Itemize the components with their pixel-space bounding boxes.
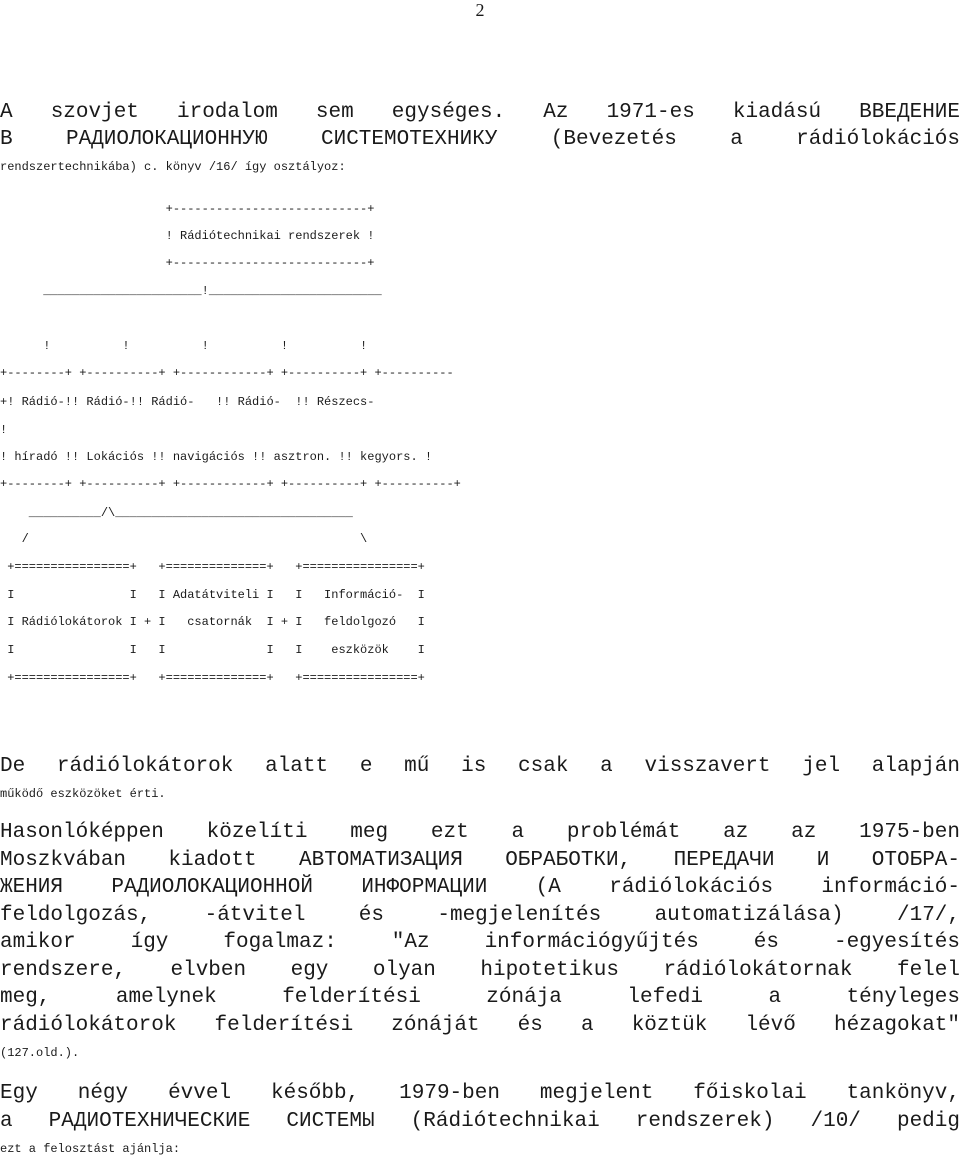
para2-line-1: Hasonlóképpen közelíti meg ezt a problém… <box>0 821 960 844</box>
diagram-line-10: ! híradó !! Lokációs !! navigációs !! as… <box>0 450 433 464</box>
para1-line-1: De rádiólokátorok alatt e mű is csak a v… <box>0 755 960 778</box>
diagram-line-8: +! Rádió-!! Rádió-!! Rádió- !! Rádió- !!… <box>0 395 375 409</box>
diagram-line-1: +---------------------------+ <box>0 202 375 216</box>
para2-line-6: rendszere, elvben egy olyan hipotetikus … <box>0 959 960 982</box>
diagram-line-7: +--------+ +----------+ +------------+ +… <box>0 366 454 380</box>
para3-line-3: ezt a felosztást ajánlja: <box>0 1142 181 1156</box>
para2-line-8: rádiólokátorok felderítési zónáját és a … <box>0 1014 960 1037</box>
page-number: 2 <box>475 0 485 20</box>
diagram-line-18: +================+ +==============+ +===… <box>0 671 425 685</box>
para3-line-2: a РАДИОТЕХНИЧЕСКИЕ СИСТЕМЫ (Rádiótechnik… <box>0 1110 960 1133</box>
para1-line-2: működő eszközöket érti. <box>0 787 166 801</box>
para3-line-1: Egy négy évvel később, 1979-ben megjelen… <box>0 1082 960 1105</box>
diagram-line-12: __________/\____________________________… <box>0 506 353 520</box>
intro-line-3: rendszertechnikába) c. könyv /16/ így os… <box>0 160 346 174</box>
diagram-line-9: ! <box>0 423 8 437</box>
para2-line-7: meg, amelynek felderítési zónája lefedi … <box>0 986 960 1009</box>
para2-line-2: Moszkvában kiadott АВТОМАТИЗАЦИЯ ОБРАБОТ… <box>0 849 960 872</box>
diagram-line-16: I Rádiólokátorok I + I csatornák I + I f… <box>0 615 425 629</box>
diagram-line-2: ! Rádiótechnikai rendszerek ! <box>0 229 375 243</box>
diagram-line-4: ______________________!_________________… <box>0 284 382 298</box>
para2-line-3: ЖЕНИЯ РАДИОЛОКАЦИОННОЙ ИНФОРМАЦИИ (A rád… <box>0 876 960 899</box>
diagram-line-3: +---------------------------+ <box>0 256 375 270</box>
diagram-line-14: +================+ +==============+ +===… <box>0 560 425 574</box>
intro-line-1: A szovjet irodalom sem egységes. Az 1971… <box>0 101 960 124</box>
diagram-line-6: ! ! ! ! ! <box>0 339 368 353</box>
diagram-line-17: I I I I I eszközök I <box>0 643 425 657</box>
para2-line-9: (127.old.). <box>0 1046 80 1060</box>
diagram-line-13: / \ <box>0 532 368 546</box>
para2-line-5: amikor így fogalmaz: "Az információgyűjt… <box>0 931 960 954</box>
para2-line-4: feldolgozás, -átvitel és -megjelenítés a… <box>0 904 960 927</box>
diagram-line-15: I I I Adatátviteli I I Információ- I <box>0 588 425 602</box>
intro-line-2: В РАДИОЛОКАЦИОННУЮ СИСТЕМОТЕХНИКУ (Bevez… <box>0 128 960 151</box>
diagram-line-11: +--------+ +----------+ +------------+ +… <box>0 477 461 491</box>
